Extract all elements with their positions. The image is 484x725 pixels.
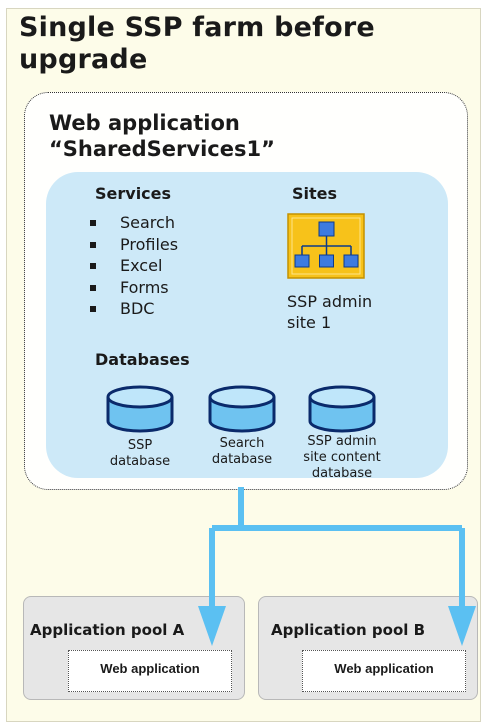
- service-label: Forms: [120, 277, 169, 297]
- database-label-line: Search: [219, 436, 265, 451]
- site-label: SSP admin site 1: [287, 291, 417, 333]
- database-label-line: SSP: [127, 438, 153, 453]
- bullet-icon: [90, 263, 96, 269]
- web-application-name: “SharedServices1”: [49, 137, 275, 161]
- database-icon: [308, 385, 376, 433]
- bullet-icon: [90, 284, 96, 291]
- site-label-line-2: site 1: [287, 313, 332, 332]
- application-pool-a-title: Application pool A: [30, 621, 185, 639]
- database-label: SSP database: [95, 438, 185, 470]
- database-label-line: site content: [303, 450, 381, 465]
- application-pool-b-title: Application pool B: [271, 621, 426, 639]
- database-label-line: database: [311, 466, 373, 481]
- title-line-2: upgrade: [19, 44, 148, 75]
- database-label: Search database: [197, 436, 287, 468]
- site-label-line-1: SSP admin: [287, 292, 373, 311]
- service-item: BDC: [90, 298, 178, 320]
- service-item: Forms: [90, 277, 178, 299]
- service-item: Search: [90, 212, 178, 234]
- pool-a-web-application: Web application: [68, 650, 232, 692]
- service-label: Profiles: [120, 234, 179, 254]
- service-item: Profiles: [90, 234, 178, 256]
- web-application-title: Web application “SharedServices1”: [49, 110, 275, 162]
- database-label-line: database: [211, 452, 273, 467]
- database-label-line: database: [109, 454, 171, 469]
- site-hierarchy-icon: [287, 213, 365, 279]
- services-heading: Services: [95, 184, 172, 203]
- services-list: Search Profiles Excel Forms BDC: [90, 212, 178, 320]
- database-icon: [106, 385, 174, 433]
- database-label: SSP admin site content database: [286, 434, 398, 482]
- page-title: Single SSP farm before upgrade: [19, 12, 469, 76]
- service-label: Search: [120, 213, 175, 232]
- service-label: BDC: [120, 299, 155, 318]
- sites-heading: Sites: [292, 184, 338, 203]
- web-application-label: Web application: [49, 111, 240, 135]
- arrowhead-pool-a-icon: [198, 606, 226, 646]
- database-icon: [208, 385, 276, 433]
- bullet-icon: [90, 241, 96, 248]
- pool-b-web-application: Web application: [302, 650, 466, 692]
- service-item: Excel: [90, 255, 178, 277]
- arrowhead-pool-b-icon: [448, 606, 476, 646]
- bullet-icon: [90, 306, 96, 312]
- title-line-1: Single SSP farm before: [19, 12, 375, 43]
- service-label: Excel: [120, 256, 163, 275]
- databases-heading: Databases: [95, 350, 190, 369]
- database-label-line: SSP admin: [307, 434, 377, 449]
- bullet-icon: [90, 220, 96, 226]
